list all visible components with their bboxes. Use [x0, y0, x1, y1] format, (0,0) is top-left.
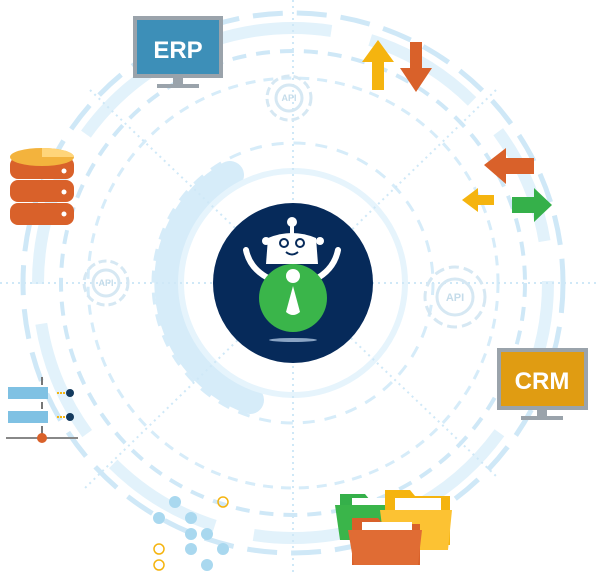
sync-arrows-icon	[362, 40, 432, 92]
server-network-icon	[6, 377, 78, 443]
erp-label: ERP	[153, 37, 202, 64]
robot-icon	[213, 203, 373, 363]
api-gear-icon	[82, 74, 487, 329]
exchange-arrows-icon	[462, 148, 552, 222]
api-label-right: API	[446, 292, 464, 304]
api-label-top: API	[281, 93, 296, 103]
api-label-left: API	[98, 278, 113, 288]
crm-monitor-icon: CRM	[497, 348, 588, 420]
decorative-dots	[153, 496, 229, 571]
database-icon	[10, 148, 74, 225]
folders-icon	[335, 490, 452, 565]
crm-label: CRM	[515, 368, 570, 395]
erp-monitor-icon: ERP	[133, 16, 223, 88]
